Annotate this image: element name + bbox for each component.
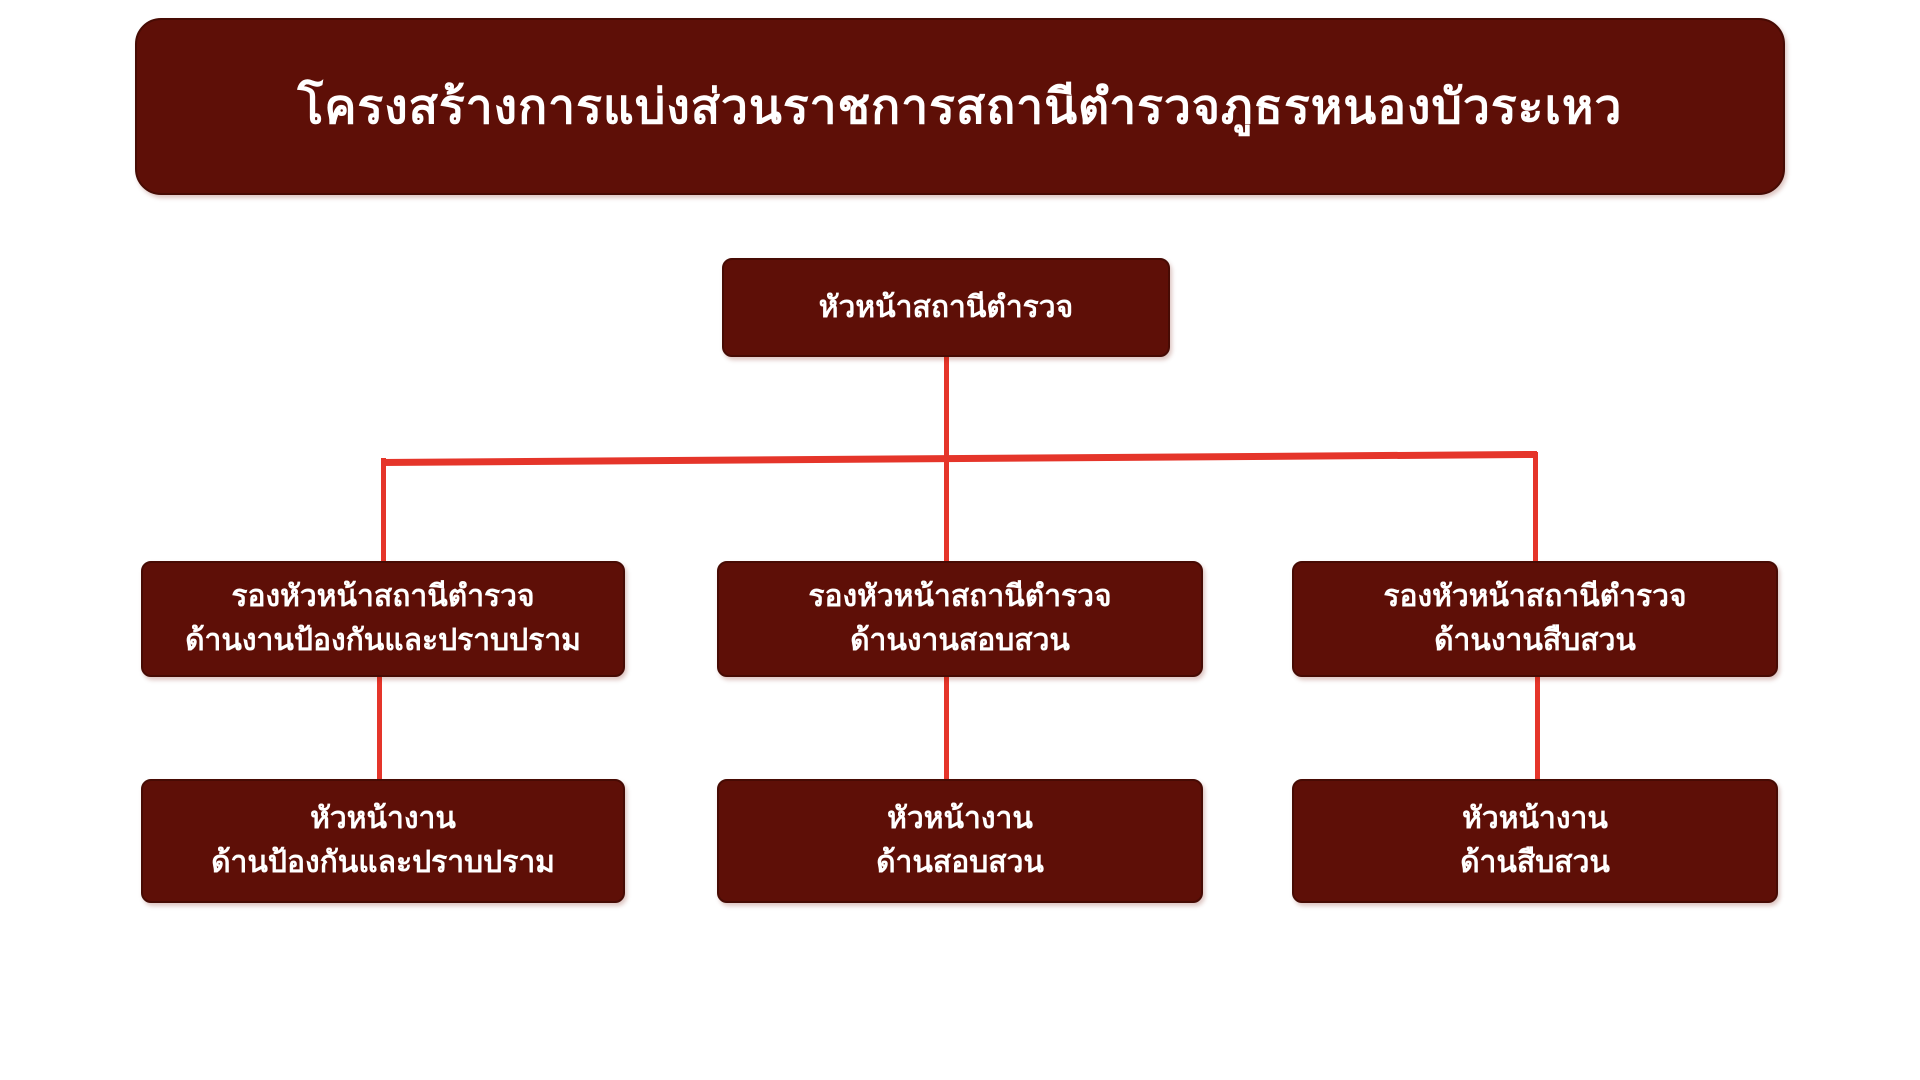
- node-label-line1: รองหัวหน้าสถานีตำรวจ: [1383, 580, 1687, 613]
- connector-deputy-1-to-head-1: [377, 675, 382, 781]
- connector-deputy-2-to-head-2: [944, 675, 949, 781]
- node-label-line2: ด้านงานป้องกันและปราบปราม: [185, 624, 581, 657]
- node-label: หัวหน้าสถานีตำรวจ: [818, 290, 1074, 324]
- connector-rail-to-deputy-3: [1533, 452, 1538, 563]
- node-deputy-interrogation: รองหัวหน้าสถานีตำรวจ ด้านงานสอบสวน: [717, 561, 1203, 677]
- connector-horizontal-rail: [380, 450, 1538, 467]
- node-label-line1: หัวหน้างาน: [887, 802, 1033, 835]
- connector-deputy-3-to-head-3: [1535, 675, 1540, 781]
- node-label-line2: ด้านงานสืบสวน: [1434, 624, 1636, 657]
- chart-title: โครงสร้างการแบ่งส่วนราชการสถานีตำรวจภูธร…: [297, 80, 1623, 134]
- node-label-line2: ด้านสอบสวน: [876, 846, 1044, 879]
- node-label-line2: ด้านสืบสวน: [1460, 846, 1610, 879]
- node-label-line1: รองหัวหน้าสถานีตำรวจ: [808, 580, 1112, 613]
- node-label-line1: รองหัวหน้าสถานีตำรวจ: [231, 580, 535, 613]
- node-head-investigation: หัวหน้างาน ด้านสืบสวน: [1292, 779, 1778, 903]
- node-label-line1: หัวหน้างาน: [1462, 802, 1608, 835]
- node-deputy-investigation: รองหัวหน้าสถานีตำรวจ ด้านงานสืบสวน: [1292, 561, 1778, 677]
- node-head-prevention-suppression: หัวหน้างาน ด้านป้องกันและปราบปราม: [141, 779, 625, 903]
- node-label-line2: ด้านงานสอบสวน: [850, 624, 1070, 657]
- node-deputy-prevention-suppression: รองหัวหน้าสถานีตำรวจ ด้านงานป้องกันและปร…: [141, 561, 625, 677]
- node-label-line1: หัวหน้างาน: [310, 802, 456, 835]
- connector-rail-to-deputy-1: [381, 458, 386, 563]
- node-station-chief: หัวหน้าสถานีตำรวจ: [722, 258, 1170, 357]
- node-head-interrogation: หัวหน้างาน ด้านสอบสวน: [717, 779, 1203, 903]
- chart-title-banner: โครงสร้างการแบ่งส่วนราชการสถานีตำรวจภูธร…: [135, 18, 1785, 195]
- node-label-line2: ด้านป้องกันและปราบปราม: [211, 846, 555, 879]
